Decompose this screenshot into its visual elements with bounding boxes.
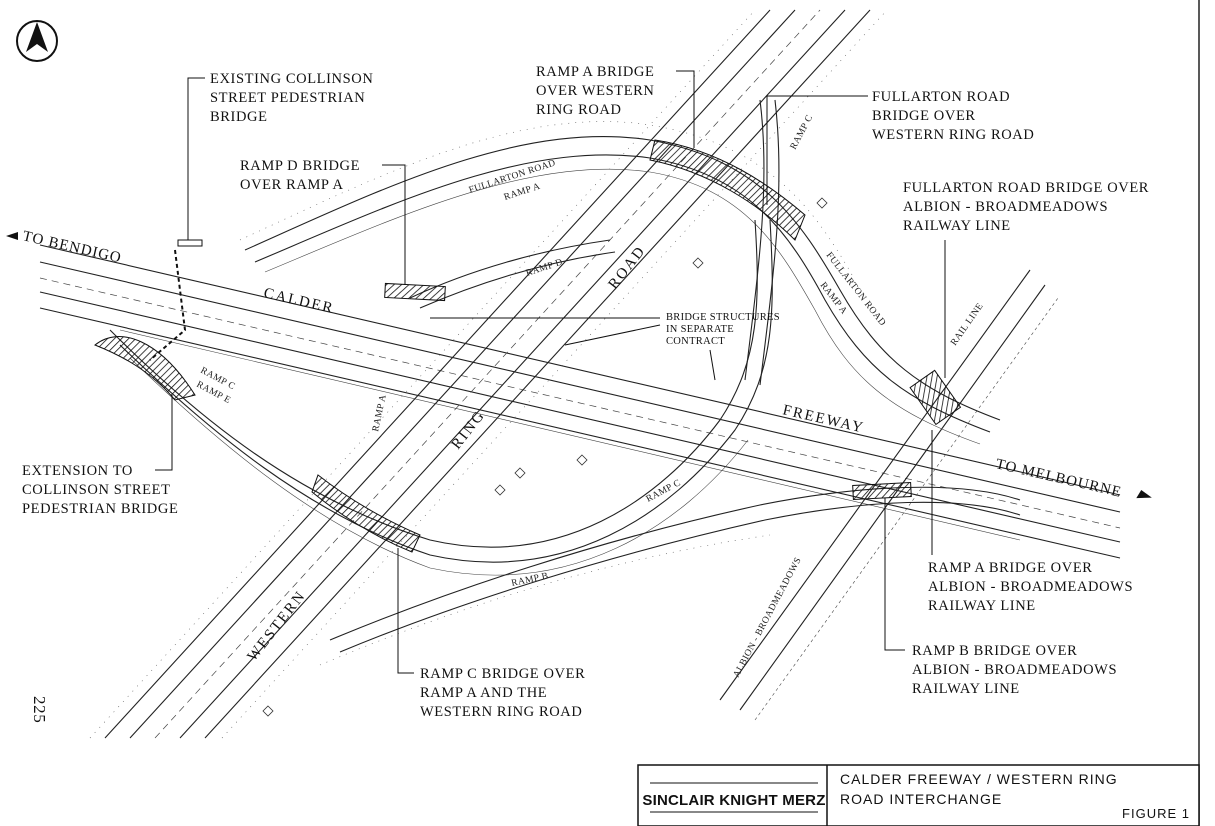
western-ring-road [89,9,888,739]
svg-text:CONTRACT: CONTRACT [666,336,725,347]
collinson-extension-bridge [94,336,196,401]
svg-text:ALBION - BROADMEADOWS: ALBION - BROADMEADOWS [912,662,1117,678]
svg-text:RAILWAY LINE: RAILWAY LINE [928,598,1036,614]
callout-collinson-existing: EXISTING COLLINSON STREET PEDESTRIAN BRI… [187,71,373,240]
svg-text:RAMP A BRIDGE OVER: RAMP A BRIDGE OVER [928,560,1093,576]
label-freeway: FREEWAY [781,402,866,436]
svg-text:RAILWAY LINE: RAILWAY LINE [912,681,1020,697]
svg-text:IN SEPARATE: IN SEPARATE [666,324,734,335]
label-albion-broadmeadows: ALBION - BROADMEADOWS [732,556,804,679]
label-western: WESTERN [245,588,310,665]
svg-text:STREET PEDESTRIAN: STREET PEDESTRIAN [210,90,365,106]
svg-text:FULLARTON ROAD: FULLARTON ROAD [872,89,1010,105]
svg-text:EXISTING COLLINSON: EXISTING COLLINSON [210,71,373,87]
svg-text:COLLINSON STREET: COLLINSON STREET [22,482,171,498]
label-rail-line: RAIL LINE [949,302,986,348]
callout-ramp-a-bridge: RAMP A BRIDGE OVER WESTERN RING ROAD [536,64,695,148]
svg-text:RAMP D BRIDGE: RAMP D BRIDGE [240,158,360,174]
page-number: 225 [30,696,49,723]
ramp-b-rail-bridge [852,481,912,501]
calder-freeway [39,244,1121,559]
svg-text:RAMP C BRIDGE OVER: RAMP C BRIDGE OVER [420,666,585,682]
survey-markers [262,197,828,717]
fullarton-rail-bridge [909,369,962,426]
arrow-left-icon [6,232,18,240]
svg-text:RAMP B BRIDGE OVER: RAMP B BRIDGE OVER [912,643,1077,659]
label-ramp-c-1: RAMP C [789,113,816,151]
label-ramp-a-3: RAMP A [371,394,389,433]
svg-text:OVER RAMP A: OVER RAMP A [240,177,344,193]
bridges [94,139,962,553]
callout-fullarton-rail: FULLARTON ROAD BRIDGE OVER ALBION - BROA… [903,180,1149,378]
callout-ramp-a-rail: RAMP A BRIDGE OVER ALBION - BROADMEADOWS… [928,430,1133,614]
label-ramp-a-2: RAMP A [818,281,849,317]
label-road: ROAD [606,243,650,293]
label-ring: RING [449,407,489,452]
figure-number: FIGURE 1 [1122,806,1190,821]
company-name: SINCLAIR KNIGHT MERZ [642,792,825,809]
callout-ramp-c-bridge: RAMP C BRIDGE OVER RAMP A AND THE WESTER… [397,548,585,720]
svg-text:WESTERN RING ROAD: WESTERN RING ROAD [420,704,582,720]
svg-text:BRIDGE: BRIDGE [210,109,268,125]
label-ramp-b: RAMP B [511,571,550,589]
ramp-d-bridge [384,282,446,302]
ramp-a-bridge [649,139,806,241]
svg-text:EXTENSION TO: EXTENSION TO [22,463,133,479]
label-ramp-d: RAMP D [525,258,564,279]
label-to-bendigo: TO BENDIGO [21,228,123,266]
arrow-right-icon [1136,490,1152,499]
drawing-title-line2: ROAD INTERCHANGE [840,791,1002,807]
callout-separate-contract: BRIDGE STRUCTURES IN SEPARATE CONTRACT [430,312,780,381]
svg-text:RING ROAD: RING ROAD [536,102,622,118]
svg-text:ALBION - BROADMEADOWS: ALBION - BROADMEADOWS [928,579,1133,595]
callout-fullarton-wrr: FULLARTON ROAD BRIDGE OVER WESTERN RING … [766,89,1034,205]
svg-text:ALBION - BROADMEADOWS: ALBION - BROADMEADOWS [903,199,1108,215]
svg-text:PEDESTRIAN BRIDGE: PEDESTRIAN BRIDGE [22,501,178,517]
label-to-melbourne: TO MELBOURNE [994,456,1123,501]
callout-collinson-ext: EXTENSION TO COLLINSON STREET PEDESTRIAN… [22,395,178,517]
svg-text:RAMP A AND THE: RAMP A AND THE [420,685,547,701]
svg-text:RAILWAY LINE: RAILWAY LINE [903,218,1011,234]
svg-text:RAMP A BRIDGE: RAMP A BRIDGE [536,64,654,80]
svg-text:FULLARTON ROAD BRIDGE OVER: FULLARTON ROAD BRIDGE OVER [903,180,1149,196]
callout-ramp-d-bridge: RAMP D BRIDGE OVER RAMP A [240,158,406,285]
label-calder: CALDER [262,285,336,317]
svg-text:OVER WESTERN: OVER WESTERN [536,83,655,99]
drawing-title-line1: CALDER FREEWAY / WESTERN RING [840,771,1118,787]
svg-text:BRIDGE STRUCTURES: BRIDGE STRUCTURES [666,312,780,323]
ramps [109,99,1021,666]
ramp-c-bridge [311,474,421,553]
title-block: SINCLAIR KNIGHT MERZ CALDER FREEWAY / WE… [637,764,1200,826]
label-ramp-a-1: RAMP A [503,182,542,203]
svg-text:WESTERN RING ROAD: WESTERN RING ROAD [872,127,1034,143]
north-label: N [34,46,41,56]
svg-text:BRIDGE OVER: BRIDGE OVER [872,108,976,124]
callout-ramp-b-rail: RAMP B BRIDGE OVER ALBION - BROADMEADOWS… [884,498,1117,697]
north-arrow-icon: N [16,20,58,62]
